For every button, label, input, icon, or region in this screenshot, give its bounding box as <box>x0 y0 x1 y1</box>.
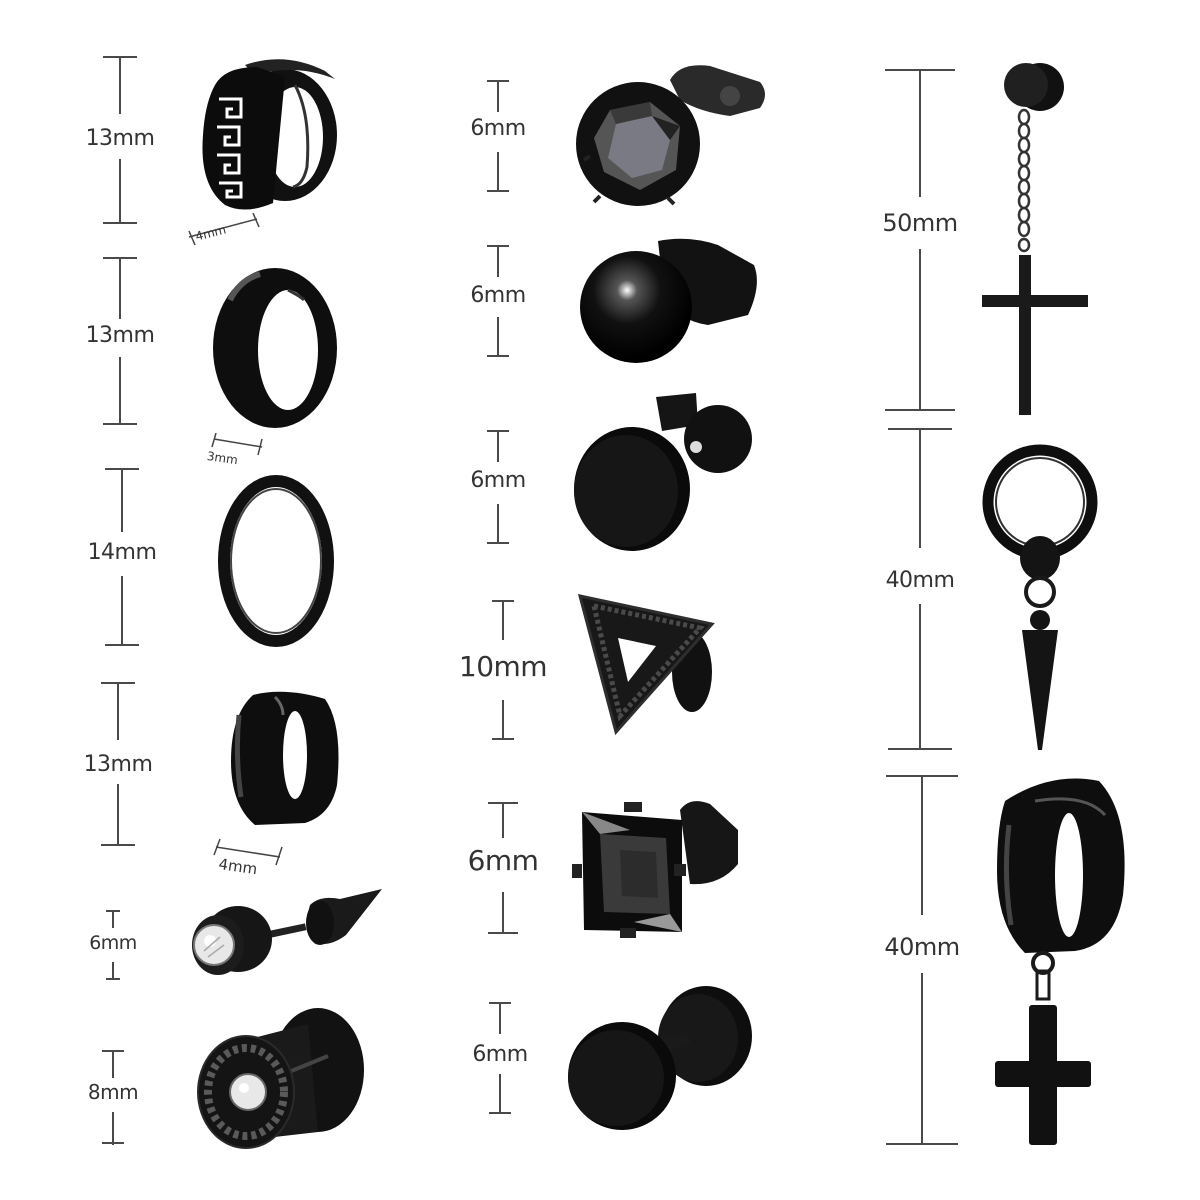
earring-barbell-plug: 6mm <box>450 980 790 1140</box>
wide-huggie-icon <box>231 691 339 825</box>
width-dimension-icon <box>211 433 263 456</box>
square-cz-stud-icon <box>572 801 738 938</box>
earring-triangle-stud: 10mm <box>440 590 780 750</box>
height-dimension: 13mm <box>78 682 158 846</box>
thin-hoop-icon <box>218 475 334 647</box>
greek-key-plug-icon <box>197 1008 364 1149</box>
height-label: 50mm <box>882 209 958 237</box>
round-cz-stud-icon <box>576 65 765 206</box>
earring-hoop-spike-dangle: 40mm <box>870 420 1150 760</box>
height-dimension: 40mm <box>880 428 960 750</box>
width-dimension-icon <box>213 838 283 866</box>
height-dimension: 6mm <box>458 80 538 192</box>
height-label: 40mm <box>884 933 960 961</box>
height-dimension: 6mm <box>458 245 538 357</box>
huggie-cross-dangle-icon <box>995 778 1125 1145</box>
earring-chain-cross-dangle: 50mm <box>870 55 1150 415</box>
height-label: 13mm <box>85 126 155 151</box>
width-dimension-icon <box>188 213 260 246</box>
plain-huggie-icon <box>213 268 337 428</box>
height-label: 10mm <box>458 650 548 683</box>
height-dimension: 6mm <box>458 430 538 544</box>
height-label: 6mm <box>472 1042 528 1067</box>
earring-plain-huggie: 13mm 3mm <box>70 255 370 470</box>
height-label: 8mm <box>87 1080 139 1104</box>
barbell-plug-icon <box>568 986 752 1130</box>
height-label: 6mm <box>470 468 526 493</box>
flat-round-stud-icon <box>574 393 752 551</box>
height-label: 6mm <box>467 844 539 877</box>
height-dimension: 10mm <box>448 600 558 740</box>
earring-greek-key-plug: 8mm <box>70 1000 390 1160</box>
height-label: 13mm <box>83 752 153 777</box>
height-label: 13mm <box>85 323 155 348</box>
hoop-spike-dangle-icon <box>982 444 1098 750</box>
greek-key-triangle-stud-icon <box>577 594 715 736</box>
height-label: 6mm <box>470 116 526 141</box>
earring-wide-huggie: 13mm 4mm <box>70 675 390 885</box>
height-dimension: 6mm <box>460 1002 540 1114</box>
height-label: 6mm <box>89 932 137 954</box>
earring-square-cz-stud: 6mm <box>450 790 790 940</box>
height-label: 40mm <box>885 568 955 593</box>
earring-ball-stud: 6mm <box>450 235 790 370</box>
height-dimension: 6mm <box>458 802 548 934</box>
height-dimension: 40mm <box>882 775 962 1145</box>
earring-flat-round-stud: 6mm <box>450 385 790 555</box>
earring-huggie-cross-dangle: 40mm <box>870 765 1150 1155</box>
height-dimension: 50mm <box>880 69 960 411</box>
earring-spike-stud: 6mm <box>70 885 390 985</box>
earring-thin-hoop: 14mm <box>70 465 370 665</box>
ball-stud-icon <box>580 238 757 363</box>
height-label: 6mm <box>470 283 526 308</box>
height-dimension: 14mm <box>82 468 162 646</box>
height-dimension: 13mm <box>80 257 160 425</box>
earring-round-cz-stud: 6mm <box>450 60 790 230</box>
height-dimension: 13mm <box>80 56 160 224</box>
height-label: 14mm <box>87 540 157 565</box>
chain-cross-dangle-icon <box>982 63 1088 415</box>
earring-greek-key-huggie: 13mm 4mm <box>70 50 370 250</box>
greek-key-huggie-icon <box>202 59 337 210</box>
height-dimension: 6mm <box>78 910 148 980</box>
spike-stud-icon <box>192 889 382 975</box>
height-dimension: 8mm <box>78 1050 148 1145</box>
